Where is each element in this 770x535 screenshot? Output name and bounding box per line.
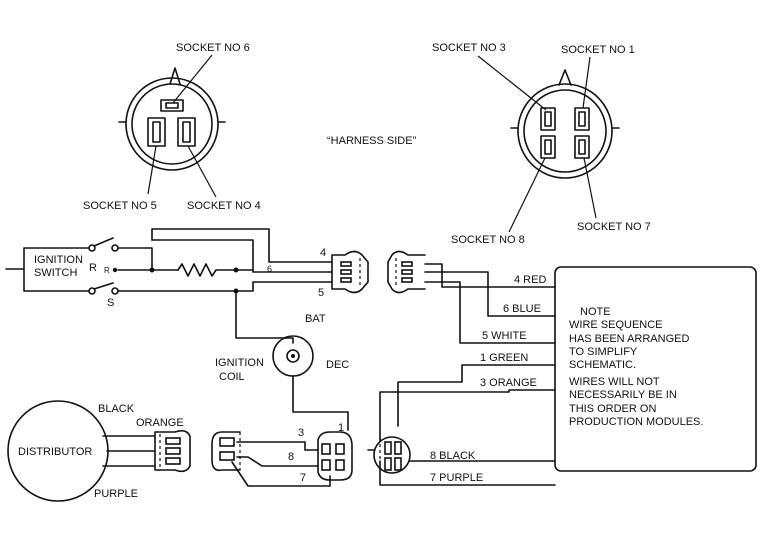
note-title: NOTE [580,306,611,318]
module-box [554,266,757,472]
switch-r-small-label: R [104,266,110,275]
dec-pin-7-label: 7 [300,472,306,484]
purple-wire-label: PURPLE [94,488,138,500]
note-line-b4: PRODUCTION MODULES. [569,416,703,428]
socket-leader-lines-right [477,55,597,233]
note-line-a3: TO SIMPLIFY [569,346,638,358]
ignition-coil-label-2: COIL [219,371,245,383]
wire-8-black-label: 8 BLACK [430,450,476,462]
note-line-a1: WIRE SEQUENCE [569,319,663,331]
socket-6-label: SOCKET NO 6 [176,42,250,54]
wire-4-label: 4 [320,247,326,259]
note-line-b3: THIS ORDER ON [569,403,656,415]
socket-1-label: SOCKET NO 1 [561,44,635,56]
distributor-connector [154,429,191,473]
socket-4-label: SOCKET NO 4 [187,200,261,212]
note-line-a2: HAS BEEN ARRANGED [569,333,689,345]
dec-label: DEC [326,359,349,371]
ignition-switch-label-2: SWITCH [34,267,77,279]
harness-connector-male [331,250,369,294]
note-line-b1: WIRES WILL NOT [569,376,660,388]
ignition-switch [5,237,119,295]
wire-1-green-label: 1 GREEN [480,352,528,364]
ignition-coil [272,335,349,431]
switch-s-label: S [107,297,114,309]
ignition-coil-label-1: IGNITION [215,357,264,369]
harness-side-label: “HARNESS SIDE” [327,135,417,147]
ignition-switch-label-1: IGNITION [34,254,83,266]
connector-three-socket [118,67,226,171]
orange-wire-label: ORANGE [136,417,184,429]
socket-8-label: SOCKET NO 8 [451,234,525,246]
switch-wiring [117,228,333,344]
dec-pin-3-label: 3 [298,427,304,439]
wire-7-purple-label: 7 PURPLE [430,472,483,484]
bat-label: BAT [305,313,326,325]
pickup-connector [211,431,331,487]
wire-6-blue-label: 6 BLUE [503,303,541,315]
black-wire-label: BLACK [98,403,135,415]
wire-3-orange-label: 3 ORANGE [480,377,537,389]
module-round-connector [367,436,411,474]
wire-5-white-label: 5 WHITE [482,330,527,342]
socket-3-label: SOCKET NO 3 [432,42,506,54]
dec-connector [317,431,353,481]
note-line-a4: SCHEMATIC. [569,359,636,371]
wire-6-label: 6 [267,264,272,274]
wire-4-red-label: 4 RED [514,274,546,286]
module-wires [379,263,556,486]
socket-7-label: SOCKET NO 7 [577,221,651,233]
dec-pin-8-label: 8 [288,451,294,463]
connector-four-socket [510,69,620,179]
socket-leader-lines [147,54,217,198]
distributor [7,400,156,502]
wire-5-label: 5 [318,287,324,299]
dec-pin-1-label: 1 [338,422,344,434]
distributor-label: DISTRIBUTOR [18,446,92,458]
switch-r-label: R [89,262,97,274]
note-line-b2: NECESSARILY BE IN [569,389,677,401]
socket-5-label: SOCKET NO 5 [83,200,157,212]
harness-connector-female [387,250,426,294]
